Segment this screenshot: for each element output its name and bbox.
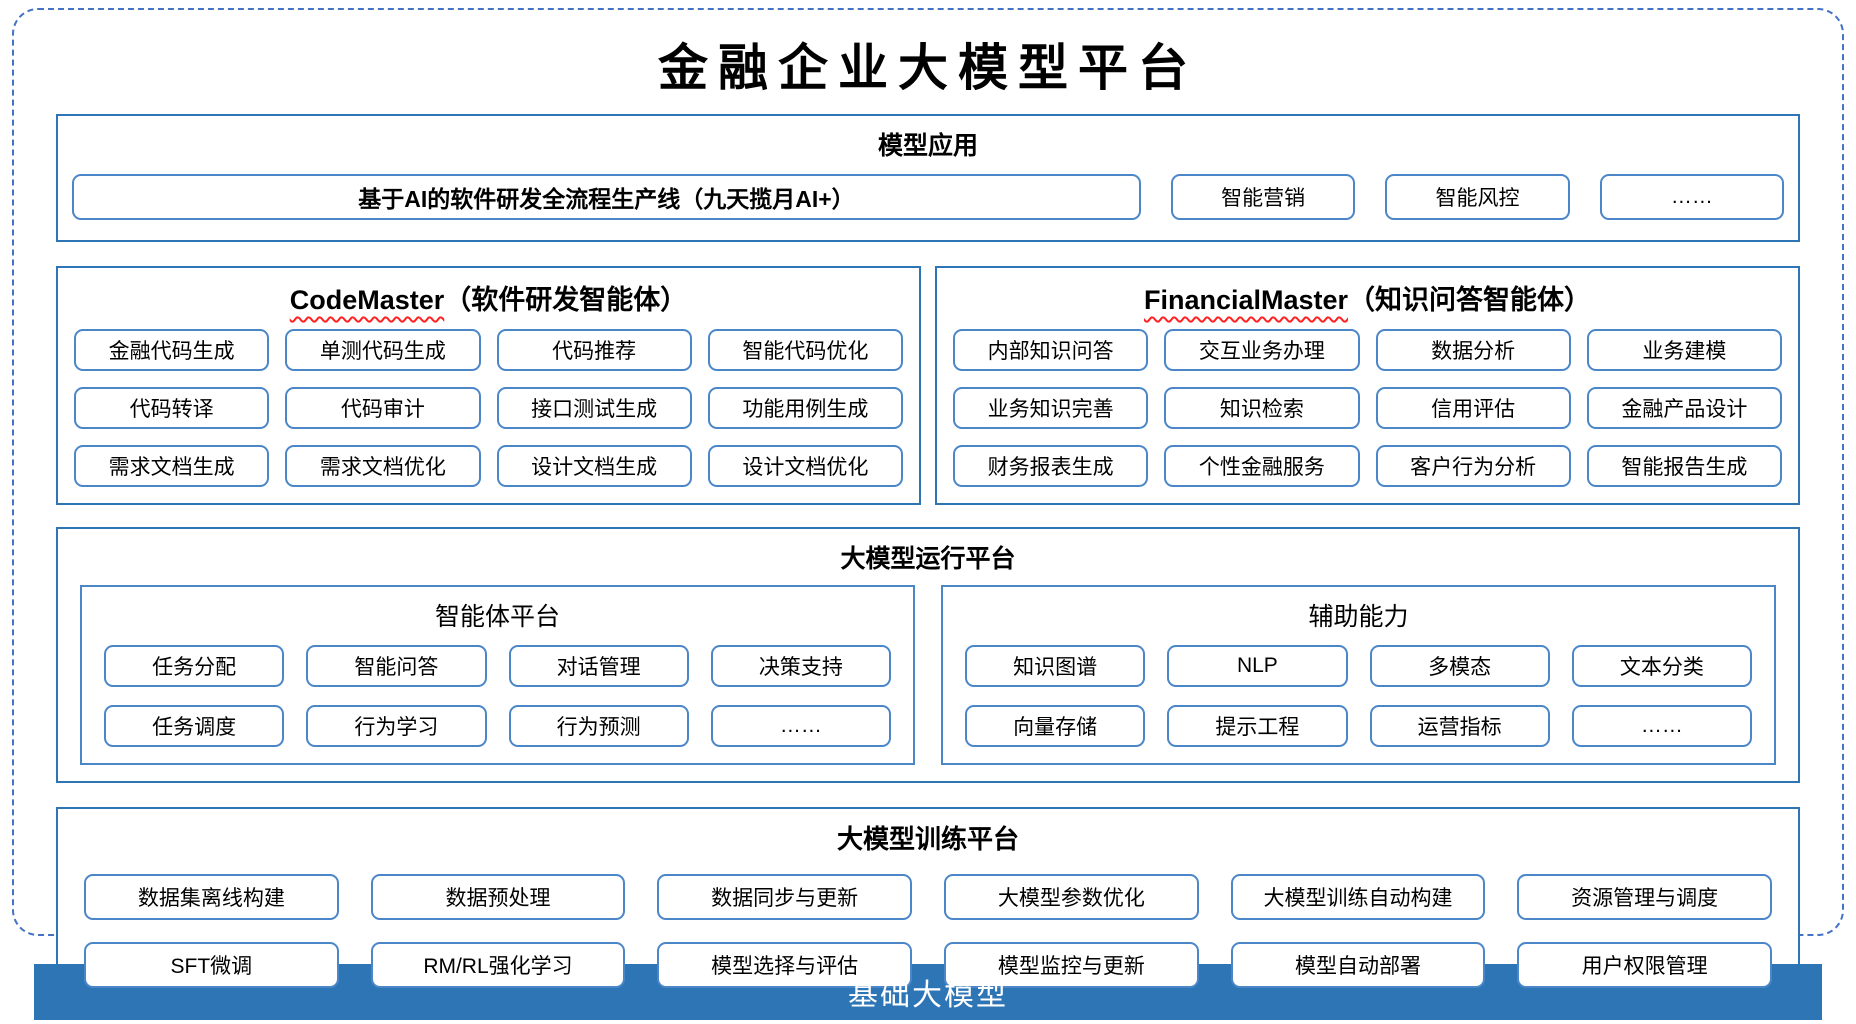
capability-box: 知识检索 (1164, 387, 1360, 429)
agent-financialmaster-name: FinancialMaster (1143, 285, 1349, 315)
capability-box: 行为学习 (306, 705, 487, 747)
capability-box: 需求文档优化 (285, 445, 481, 487)
section-model-apps-title: 模型应用 (877, 132, 978, 160)
capability-box: 信用评估 (1375, 387, 1571, 429)
capability-box: 智能问答 (306, 645, 487, 687)
capability-box: 数据集离线构建 (84, 874, 339, 920)
runtime-row: 智能体平台 任务分配 智能问答 对话管理 决策支持 任务调度 行为学习 行为预测… (80, 585, 1776, 765)
capability-box: 知识图谱 (965, 645, 1146, 687)
capability-box: 大模型参数优化 (944, 874, 1199, 920)
capability-box: 单测代码生成 (285, 329, 481, 371)
capability-box: 代码推荐 (496, 329, 692, 371)
capability-box: 决策支持 (710, 645, 891, 687)
runtime-group-title: 智能体平台 (434, 603, 560, 631)
capability-box: 数据预处理 (370, 874, 626, 920)
app-pipeline-box: 基于AI的软件研发全流程生产线（九天揽月AI+） (72, 174, 1141, 220)
capability-box: 任务分配 (104, 645, 285, 687)
agent-codemaster-name: CodeMaster (289, 285, 445, 315)
capability-box: 设计文档生成 (496, 445, 692, 487)
runtime-group-agent-platform: 智能体平台 任务分配 智能问答 对话管理 决策支持 任务调度 行为学习 行为预测… (80, 585, 915, 765)
capability-box: 业务建模 (1586, 329, 1782, 371)
foundation-model-label: 基础大模型 (848, 979, 1008, 1012)
capability-box: 个性金融服务 (1164, 445, 1360, 487)
capability-box: 金融代码生成 (74, 329, 270, 371)
training-grid: 数据集离线构建 数据预处理 数据同步与更新 大模型参数优化 大模型训练自动构建 … (84, 874, 1772, 988)
section-runtime-platform: 大模型运行平台 智能体平台 任务分配 智能问答 对话管理 决策支持 任务调度 行… (56, 527, 1800, 783)
capability-box-ellipsis: …… (1571, 705, 1752, 747)
agent-financialmaster-title: FinancialMaster（知识问答智能体） (953, 278, 1782, 317)
capability-box: 智能代码优化 (707, 329, 903, 371)
capability-box: 代码审计 (285, 387, 481, 429)
agents-row: CodeMaster（软件研发智能体） 金融代码生成 单测代码生成 代码推荐 智… (56, 266, 1800, 505)
capability-box-ellipsis: …… (710, 705, 891, 747)
capability-box: 模型自动部署 (1230, 942, 1486, 988)
training-title: 大模型训练平台 (836, 824, 1019, 854)
runtime-title: 大模型运行平台 (840, 545, 1016, 573)
capability-box: 财务报表生成 (953, 445, 1149, 487)
capability-box: 多模态 (1369, 645, 1550, 687)
runtime-group-title: 辅助能力 (1308, 603, 1409, 631)
section-model-apps: 模型应用 基于AI的软件研发全流程生产线（九天揽月AI+） 智能营销 智能风控 … (56, 114, 1800, 242)
capability-box: 文本分类 (1571, 645, 1752, 687)
agent-panel-codemaster: CodeMaster（软件研发智能体） 金融代码生成 单测代码生成 代码推荐 智… (56, 266, 921, 505)
app-box-ellipsis: …… (1599, 174, 1785, 220)
capability-box: 需求文档生成 (74, 445, 270, 487)
agent-codemaster-grid: 金融代码生成 单测代码生成 代码推荐 智能代码优化 代码转译 代码审计 接口测试… (74, 329, 903, 487)
capability-box: SFT微调 (84, 942, 339, 988)
app-box: 智能风控 (1385, 174, 1570, 220)
agent-panel-financialmaster: FinancialMaster（知识问答智能体） 内部知识问答 交互业务办理 数… (935, 266, 1800, 505)
page-title: 金融企业大模型平台 (658, 38, 1198, 97)
capability-box: 金融产品设计 (1586, 387, 1782, 429)
capability-box: 数据分析 (1375, 329, 1571, 371)
agent-financialmaster-grid: 内部知识问答 交互业务办理 数据分析 业务建模 业务知识完善 知识检索 信用评估… (953, 329, 1782, 487)
capability-box: 用户权限管理 (1517, 942, 1772, 988)
capability-box: RM/RL强化学习 (370, 942, 626, 988)
capability-box: 接口测试生成 (496, 387, 692, 429)
capability-box: 交互业务办理 (1164, 329, 1360, 371)
runtime-group-grid: 知识图谱 NLP 多模态 文本分类 向量存储 提示工程 运营指标 …… (965, 645, 1752, 747)
capability-box: 对话管理 (508, 645, 689, 687)
capability-box: 向量存储 (965, 705, 1146, 747)
capability-box: 业务知识完善 (953, 387, 1149, 429)
agent-codemaster-suffix: （软件研发智能体） (444, 285, 688, 315)
app-box: 智能营销 (1170, 174, 1356, 220)
capability-box: 模型选择与评估 (657, 942, 912, 988)
capability-box: 行为预测 (508, 705, 689, 747)
capability-box: 内部知识问答 (953, 329, 1149, 371)
capability-box: 设计文档优化 (707, 445, 903, 487)
capability-box: NLP (1167, 645, 1348, 687)
runtime-group-grid: 任务分配 智能问答 对话管理 决策支持 任务调度 行为学习 行为预测 …… (104, 645, 891, 747)
capability-box: 任务调度 (104, 705, 285, 747)
capability-box: 运营指标 (1369, 705, 1550, 747)
runtime-group-aux-capabilities: 辅助能力 知识图谱 NLP 多模态 文本分类 向量存储 提示工程 运营指标 …… (941, 585, 1776, 765)
capability-box: 智能报告生成 (1586, 445, 1782, 487)
capability-box: 大模型训练自动构建 (1230, 874, 1486, 920)
capability-box: 功能用例生成 (707, 387, 903, 429)
capability-box: 数据同步与更新 (657, 874, 912, 920)
capability-box: 模型监控与更新 (944, 942, 1199, 988)
agent-financialmaster-suffix: （知识问答智能体） (1348, 285, 1592, 315)
capability-box: 提示工程 (1167, 705, 1348, 747)
platform-frame: 金融企业大模型平台 模型应用 基于AI的软件研发全流程生产线（九天揽月AI+） … (12, 8, 1844, 1012)
capability-box: 代码转译 (74, 387, 270, 429)
agent-codemaster-title: CodeMaster（软件研发智能体） (74, 278, 903, 317)
model-apps-row: 基于AI的软件研发全流程生产线（九天揽月AI+） 智能营销 智能风控 …… (72, 174, 1785, 220)
capability-box: 客户行为分析 (1375, 445, 1571, 487)
capability-box: 资源管理与调度 (1517, 874, 1772, 920)
